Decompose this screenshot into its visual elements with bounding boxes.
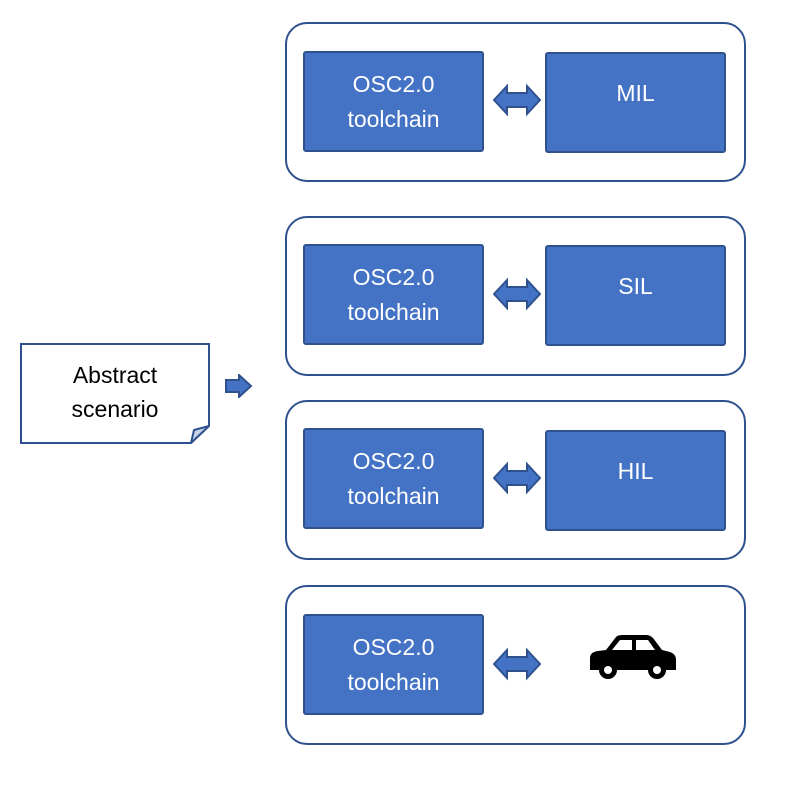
target-block-hil: HIL [545, 430, 726, 531]
target-label-mil: MIL [616, 80, 655, 106]
toolchain-line-2: toolchain [347, 105, 440, 132]
target-label-sil: SIL [618, 273, 653, 299]
bidirectional-arrow-icon [493, 277, 541, 311]
car-icon [590, 635, 676, 679]
toolchain-line-1: OSC2.0 [352, 263, 435, 290]
abstract-scenario-note: Abstract scenario [20, 343, 210, 444]
bidirectional-arrow-icon [493, 83, 541, 117]
toolchain-line-1: OSC2.0 [352, 447, 435, 474]
toolchain-line-2: toolchain [347, 298, 440, 325]
abstract-scenario-label: Abstract scenario [20, 343, 210, 444]
toolchain-block-mil: OSC2.0 toolchain [303, 51, 484, 152]
abstract-scenario-line-2: scenario [71, 395, 159, 422]
abstract-scenario-line-1: Abstract [72, 361, 158, 388]
target-block-mil: MIL [545, 52, 726, 153]
bidirectional-arrow-icon [493, 647, 541, 681]
target-label-hil: HIL [617, 458, 654, 484]
toolchain-line-2: toolchain [347, 668, 440, 695]
toolchain-block-hil: OSC2.0 toolchain [303, 428, 484, 529]
toolchain-line-1: OSC2.0 [352, 633, 435, 660]
toolchain-line-2: toolchain [347, 482, 440, 509]
toolchain-line-1: OSC2.0 [352, 70, 435, 97]
toolchain-block-sil: OSC2.0 toolchain [303, 244, 484, 345]
toolchain-block-vehicle: OSC2.0 toolchain [303, 614, 484, 715]
note-shape [20, 343, 210, 444]
right-arrow-icon [225, 374, 253, 398]
bidirectional-arrow-icon [493, 461, 541, 495]
target-block-sil: SIL [545, 245, 726, 346]
